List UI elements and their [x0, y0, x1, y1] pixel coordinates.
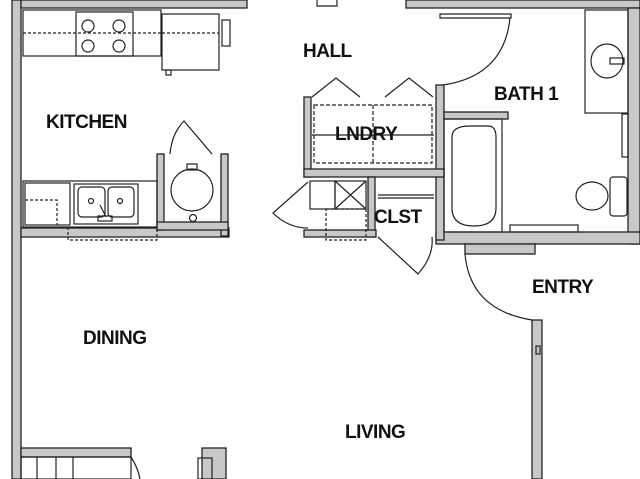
label-bath-1: BATH 1	[494, 84, 559, 105]
label-entry: ENTRY	[532, 277, 594, 298]
bath-door	[439, 13, 512, 19]
label-hall: HALL	[303, 41, 352, 62]
vanity-counter	[584, 9, 629, 114]
wall-entry-top	[464, 243, 536, 255]
sink-icon	[590, 43, 624, 79]
toilet-icon	[575, 181, 609, 211]
wall-closet-bottom	[303, 229, 377, 238]
closet-door	[377, 236, 433, 275]
entry-door	[464, 253, 533, 321]
counter-bottom	[22, 180, 158, 228]
double-sink-icon	[73, 183, 139, 225]
wall-entry-right	[531, 319, 543, 479]
wall-dining-stub	[201, 447, 227, 479]
wall-left	[11, 0, 22, 479]
laundry-door-right	[384, 77, 434, 98]
wall-wh-left	[156, 153, 165, 231]
wall-wh-bottom	[156, 221, 229, 231]
wall-top-right	[405, 0, 640, 9]
hvac-door	[272, 181, 309, 229]
bathtub-icon	[443, 118, 503, 233]
label-laundry: LNDRY	[335, 124, 398, 145]
water-heater-icon	[170, 168, 214, 212]
label-living: LIVING	[345, 422, 406, 443]
wall-right	[627, 7, 640, 245]
wall-dining-bottom	[20, 447, 132, 458]
label-kitchen: KITCHEN	[46, 112, 127, 133]
wall-top-left	[20, 0, 248, 9]
laundry-door-left	[311, 77, 361, 98]
wall-laundry-left	[303, 96, 312, 178]
label-closet: CLST	[374, 207, 422, 228]
wall-laundry-right	[435, 84, 445, 241]
wall-wh-right	[220, 153, 229, 237]
label-dining: DINING	[83, 328, 147, 349]
fridge-icon	[161, 13, 220, 71]
wall-bath-bottom	[435, 231, 640, 245]
stove-icon	[75, 11, 134, 57]
water-heater-door	[169, 120, 213, 155]
wall-laundry-bottom	[303, 168, 445, 178]
wall-tub-top	[443, 111, 509, 120]
